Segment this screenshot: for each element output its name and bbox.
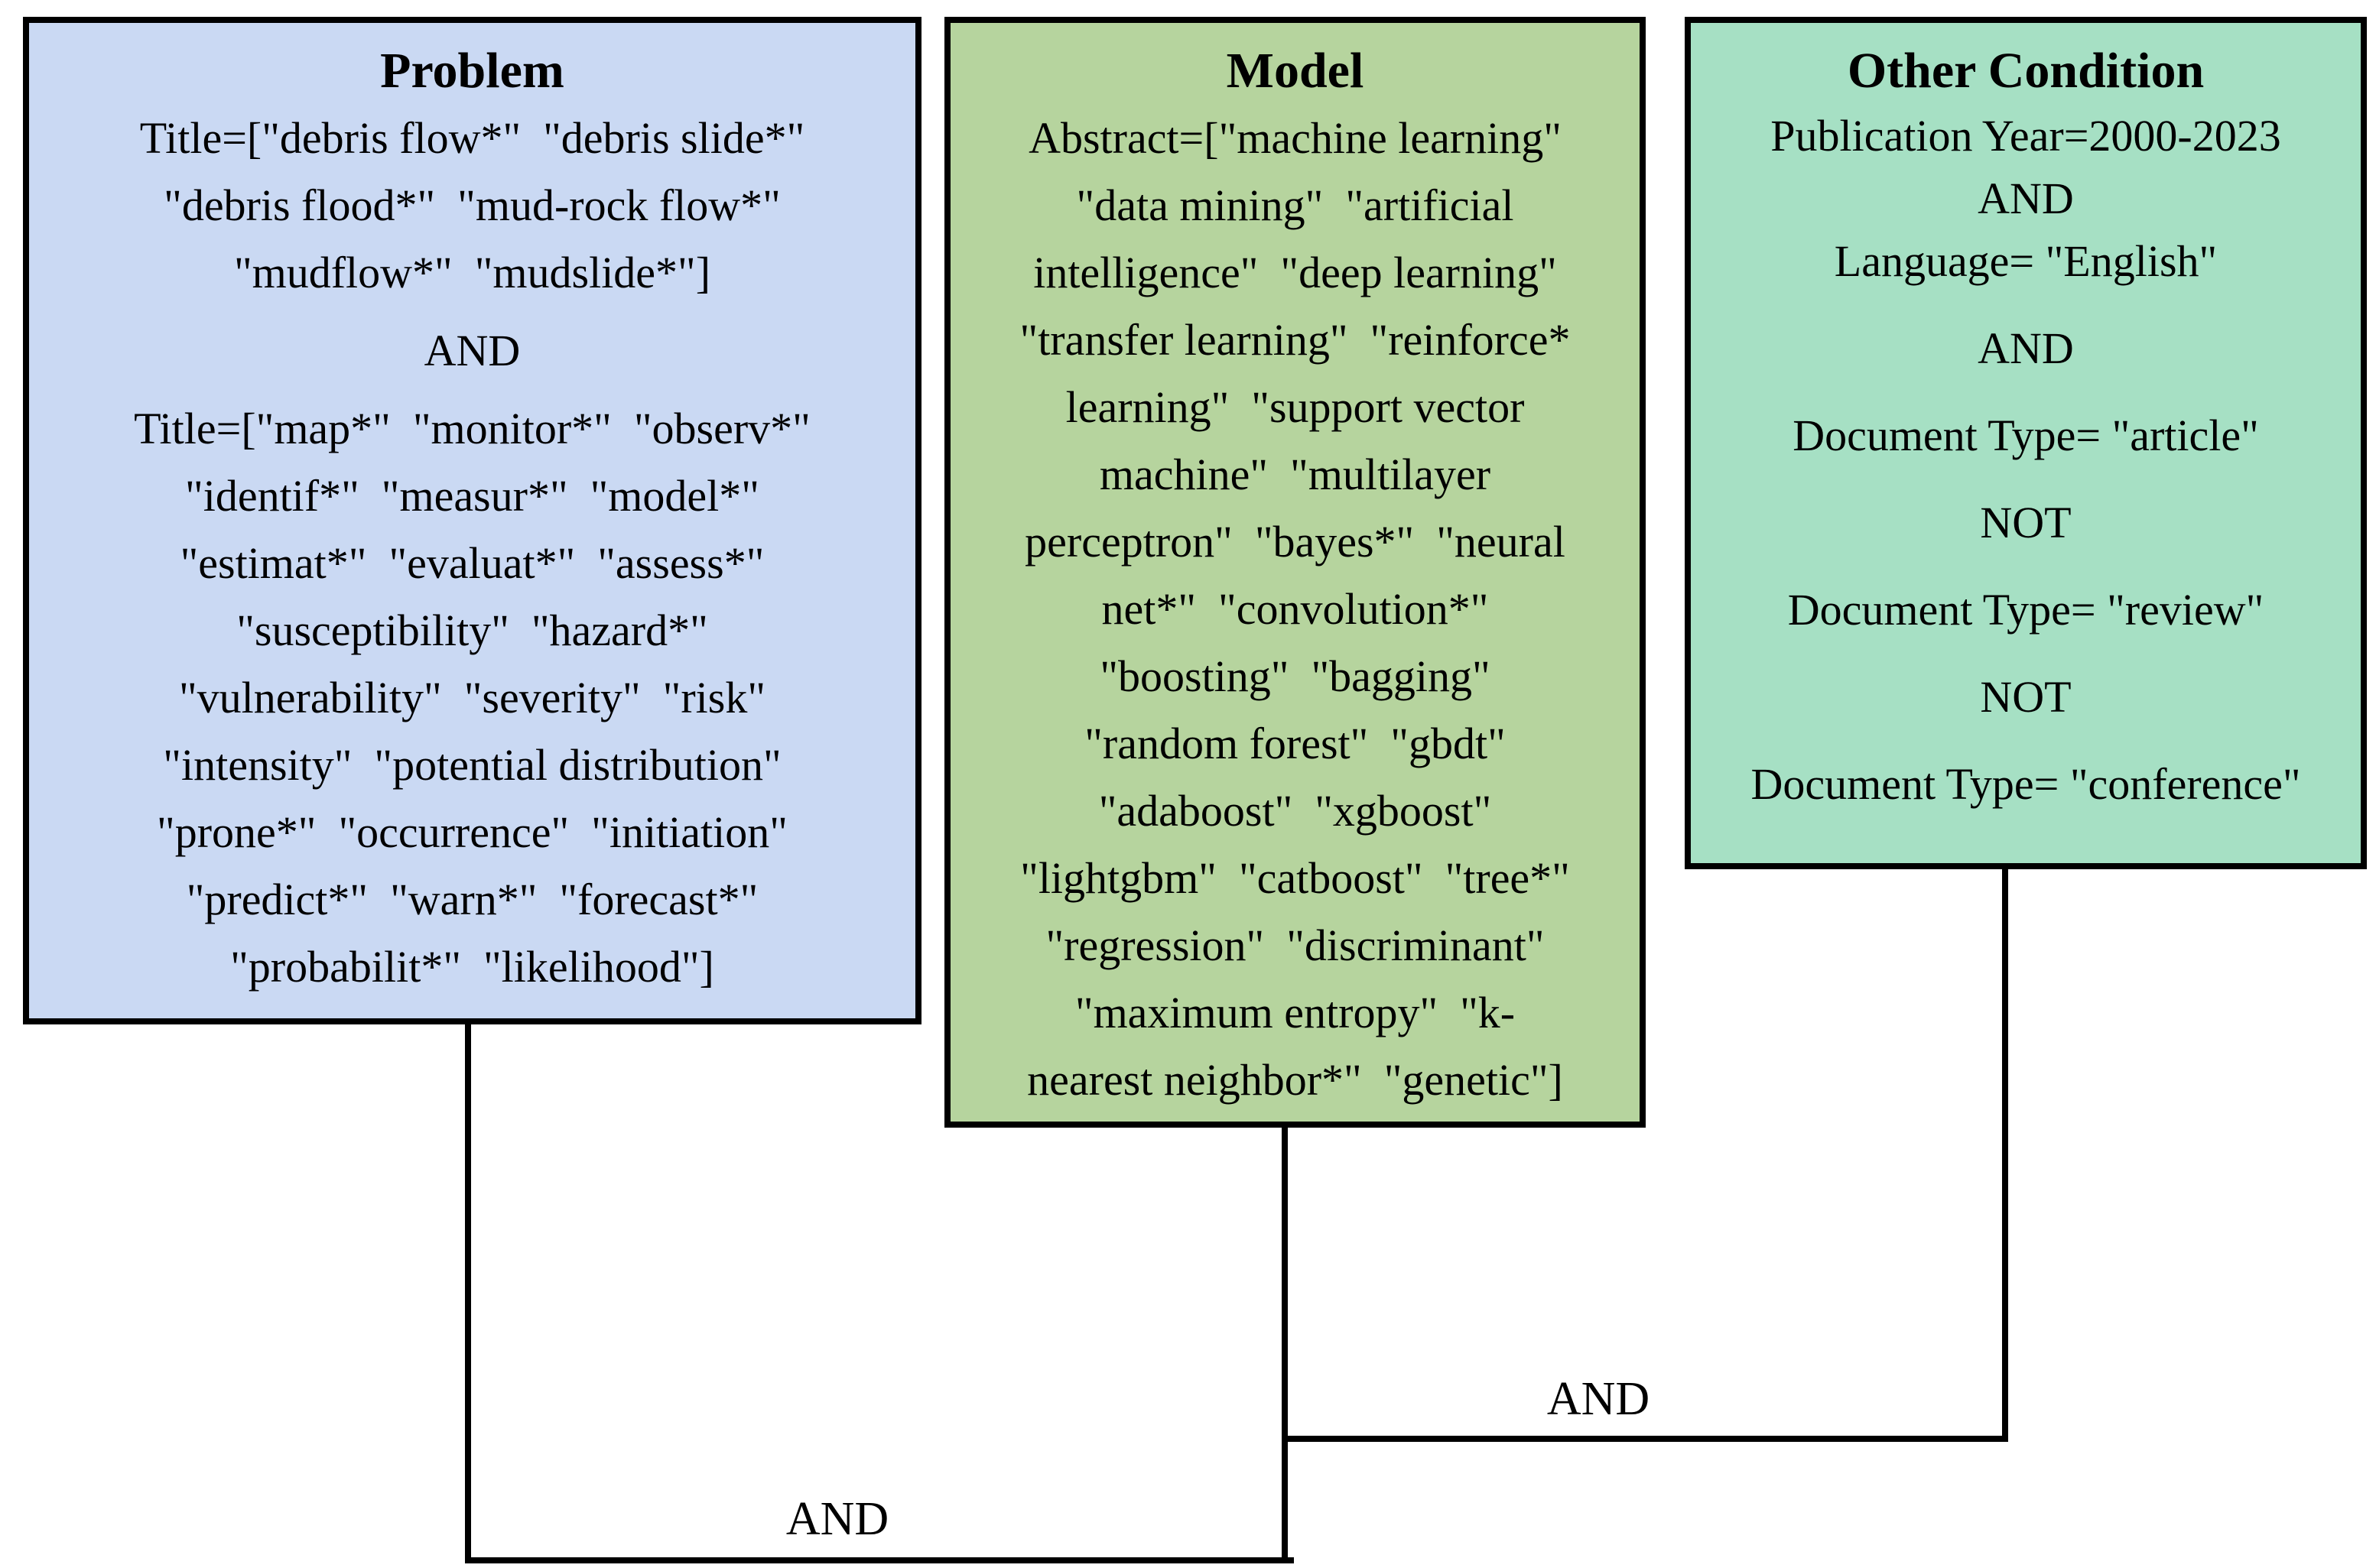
boolean-operator-line: NOT (1980, 672, 2072, 722)
problem-box-title: Problem (380, 43, 564, 99)
query-term-line: "vulnerability" "severity" "risk" (178, 673, 765, 723)
query-term-line: "intensity" "potential distribution" (163, 740, 782, 790)
query-term-line: "susceptibility" "hazard*" (236, 605, 708, 656)
query-term-line: machine" "multilayer (1099, 450, 1491, 500)
query-term-line: "prone*" "occurrence" "initiation" (157, 807, 788, 858)
query-term-line: AND (1978, 174, 2074, 224)
other-condition-box: Other Condition Publication Year=2000-20… (1685, 17, 2367, 869)
query-term-line: "adaboost" "xgboost" (1098, 786, 1492, 836)
query-term-line: intelligence" "deep learning" (1033, 248, 1557, 298)
query-term-line: Document Type= "conference" (1750, 759, 2301, 810)
problem-box: Problem Title=["debris flow*" "debris sl… (23, 17, 921, 1024)
query-term-line: "predict*" "warn*" "forecast*" (186, 875, 759, 925)
query-term-line: Title=["debris flow*" "debris slide*" (139, 113, 805, 164)
problem-box-query-lines: Title=["debris flow*" "debris slide*" "de… (134, 105, 811, 1001)
model-box-title: Model (1226, 43, 1364, 99)
query-term-line: "mudflow*" "mudslide*"] (233, 248, 711, 298)
query-term-line: Abstract=["machine learning" (1029, 113, 1562, 164)
connector-bottom-horizontal-line (465, 1557, 1294, 1563)
query-term-line: "boosting" "bagging" (1100, 651, 1490, 702)
other-condition-box-title: Other Condition (1847, 43, 2205, 99)
boolean-operator-line: AND (1978, 323, 2074, 374)
query-term-line: "maximum entropy" "k- (1074, 988, 1516, 1038)
query-term-line: "identif*" "measur*" "model*" (185, 471, 759, 521)
query-term-line: "probabilit*" "likelihood"] (230, 942, 714, 992)
model-box-query-lines: Abstract=["machine learning" "data mining… (1020, 105, 1571, 1114)
query-term-line: Publication Year=2000-2023 (1770, 111, 2281, 161)
query-term-line: perceptron" "bayes*" "neural (1025, 517, 1565, 567)
query-term-line: "random forest" "gbdt" (1084, 719, 1506, 769)
boolean-operator-line: AND (424, 326, 521, 376)
and-operator-label-model-other: AND (1546, 1373, 1650, 1425)
connector-other-condition-vertical-line (2002, 868, 2008, 1442)
model-box: Model Abstract=["machine learning" "data … (944, 17, 1646, 1128)
query-term-line: Language= "English" (1834, 236, 2218, 287)
query-term-line: "lightgbm" "catboost" "tree*" (1020, 853, 1570, 904)
query-term-line: "transfer learning" "reinforce* (1019, 315, 1571, 365)
query-term-line: nearest neighbor*" "genetic"] (1027, 1055, 1563, 1105)
and-operator-label-problem-model: AND (785, 1493, 889, 1545)
query-term-line: learning" "support vector (1065, 382, 1525, 433)
boolean-operator-line: NOT (1980, 498, 2072, 548)
query-term-line: Title=["map*" "monitor*" "observ*" (134, 404, 811, 454)
connector-middle-horizontal-line (1282, 1436, 2008, 1442)
query-term-line: Document Type= "article" (1793, 411, 2259, 461)
query-term-line: "regression" "discriminant" (1045, 920, 1545, 971)
query-term-line: "data mining" "artificial (1076, 180, 1514, 231)
connector-problem-vertical-line (465, 1023, 471, 1563)
connector-model-vertical-line (1282, 1126, 1288, 1563)
query-term-line: Document Type= "review" (1787, 585, 2264, 635)
query-term-line: "debris flood*" "mud-rock flow*" (164, 180, 781, 231)
query-term-line: net*" "convolution*" (1101, 584, 1489, 635)
query-term-line: "estimat*" "evaluat*" "assess*" (180, 538, 765, 589)
